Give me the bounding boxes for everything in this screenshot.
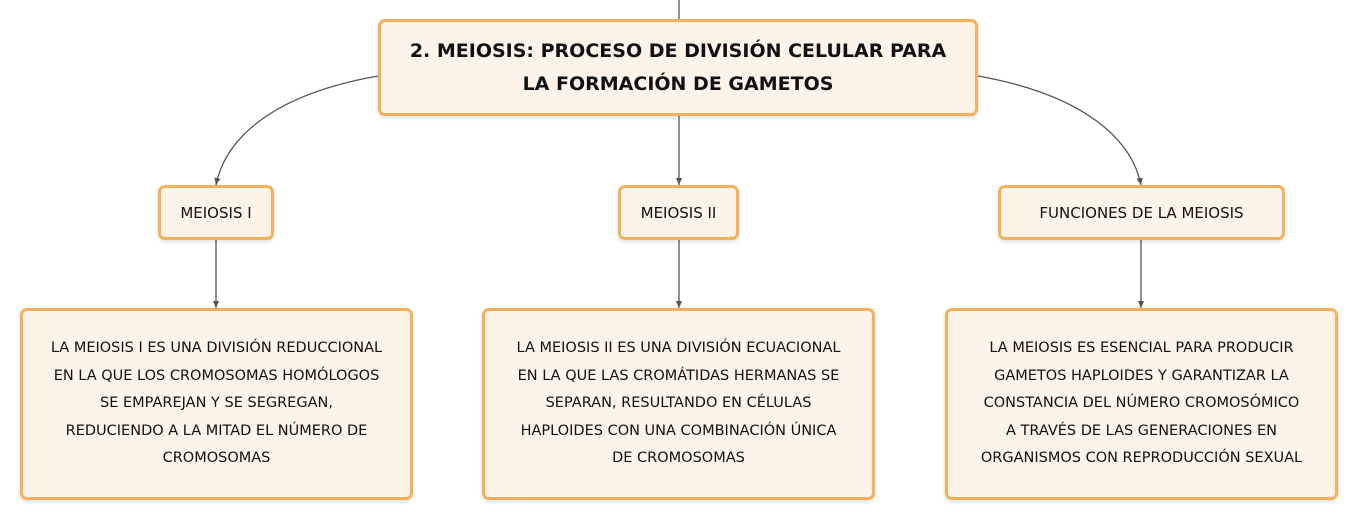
root-topic-node[interactable]: 2. MEIOSIS: PROCESO DE DIVISIÓN CELULAR … bbox=[378, 19, 978, 116]
root-topic-line-2: LA FORMACIÓN DE GAMETOS bbox=[522, 72, 834, 95]
detail-text-meiosis-ii: LA MEIOSIS II ES UNA DIVISIÓN ECUACIONAL… bbox=[517, 335, 841, 473]
detail-line: LA MEIOSIS ES ESENCIAL PARA PRODUCIR bbox=[989, 340, 1294, 357]
detail-line: A TRAVÉS DE LAS GENERACIONES EN bbox=[1005, 422, 1278, 439]
root-topic-text: 2. MEIOSIS: PROCESO DE DIVISIÓN CELULAR … bbox=[410, 35, 946, 101]
topic-node-meiosis-ii[interactable]: MEIOSIS II bbox=[618, 185, 739, 240]
detail-line: DE CROMOSOMAS bbox=[612, 450, 745, 467]
detail-line: REDUCIENDO A LA MITAD EL NÚMERO DE bbox=[65, 422, 368, 439]
topic-label-funciones: FUNCIONES DE LA MEIOSIS bbox=[1039, 203, 1244, 222]
detail-line: SEPARAN, RESULTANDO EN CÉLULAS bbox=[545, 395, 812, 412]
root-topic-line-1: 2. MEIOSIS: PROCESO DE DIVISIÓN CELULAR … bbox=[409, 39, 947, 62]
detail-text-funciones: LA MEIOSIS ES ESENCIAL PARA PRODUCIR GAM… bbox=[981, 335, 1302, 473]
connector-root-funciones bbox=[977, 75, 1143, 186]
detail-line: CONSTANCIA DEL NÚMERO CROMOSÓMICO bbox=[983, 395, 1300, 412]
detail-node-meiosis-i[interactable]: LA MEIOSIS I ES UNA DIVISIÓN REDUCCIONAL… bbox=[20, 308, 413, 500]
detail-node-funciones[interactable]: LA MEIOSIS ES ESENCIAL PARA PRODUCIR GAM… bbox=[945, 308, 1338, 500]
topic-label-meiosis-ii: MEIOSIS II bbox=[640, 203, 717, 222]
detail-line: LA MEIOSIS I ES UNA DIVISIÓN REDUCCIONAL bbox=[50, 340, 383, 357]
detail-node-meiosis-ii[interactable]: LA MEIOSIS II ES UNA DIVISIÓN ECUACIONAL… bbox=[482, 308, 875, 500]
topic-label-meiosis-i: MEIOSIS I bbox=[180, 203, 252, 222]
detail-line: ORGANISMOS CON REPRODUCCIÓN SEXUAL bbox=[980, 450, 1303, 467]
detail-line: HAPLOIDES CON UNA COMBINACIÓN ÚNICA bbox=[520, 422, 837, 439]
connector-root-meiosis-i bbox=[214, 75, 379, 186]
detail-line: EN LA QUE LAS CROMÁTIDAS HERMANAS SE bbox=[517, 367, 840, 384]
detail-line: GAMETOS HAPLOIDES Y GARANTIZAR LA bbox=[994, 367, 1289, 384]
topic-node-meiosis-i[interactable]: MEIOSIS I bbox=[158, 185, 274, 240]
topic-node-funciones[interactable]: FUNCIONES DE LA MEIOSIS bbox=[998, 185, 1285, 240]
detail-line: SE EMPAREJAN Y SE SEGREGAN, bbox=[100, 395, 333, 412]
detail-line: EN LA QUE LOS CROMOSOMAS HOMÓLOGOS bbox=[53, 367, 380, 384]
detail-line: LA MEIOSIS II ES UNA DIVISIÓN ECUACIONAL bbox=[516, 340, 841, 357]
detail-line: CROMOSOMAS bbox=[162, 450, 271, 467]
detail-text-meiosis-i: LA MEIOSIS I ES UNA DIVISIÓN REDUCCIONAL… bbox=[51, 335, 382, 473]
